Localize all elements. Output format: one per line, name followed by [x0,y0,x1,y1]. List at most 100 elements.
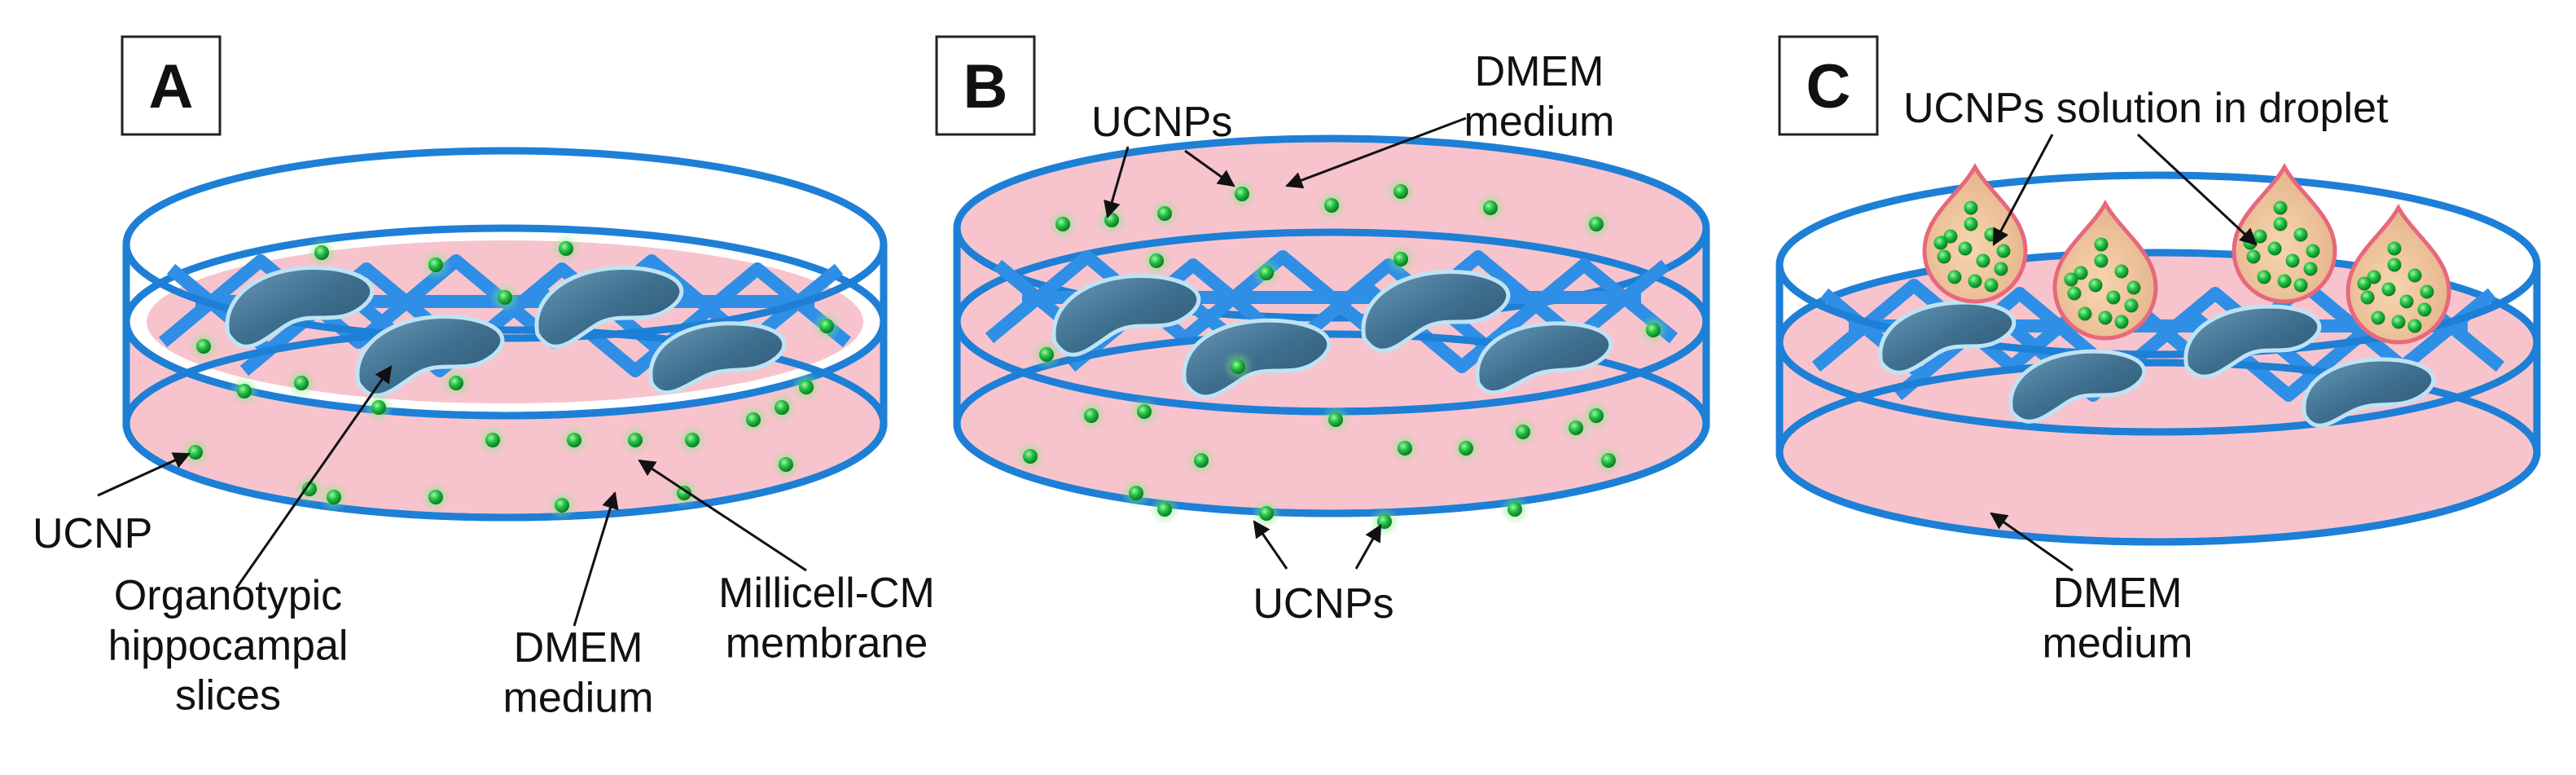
slice [1475,321,1613,395]
ucnp-particle [1994,262,2008,276]
ucnp-particle [188,331,219,362]
ucnp-particle [2067,286,2082,301]
ucnp-particle [2360,290,2375,305]
ucnp-particle [1222,351,1253,382]
droplet-pointer-2 [2136,133,2258,246]
ucnp-particle [420,249,451,280]
dish-upper-wall [1775,265,2541,342]
slice [2183,304,2322,379]
label-ucnps-bottom: UCNPs [1253,580,1393,627]
ucnp-particle [1947,270,1962,284]
panel-letter-box [1778,35,1879,136]
ucnp-particle [1047,209,1078,240]
medium-pointer [1990,512,2074,572]
ucnp-particle [1141,245,1172,276]
ucnp-particle [1129,396,1160,427]
ucnp-particle [2285,253,2300,268]
ucnp-particle [2407,268,2422,283]
slice [1051,274,1201,357]
ucnp-particle [2306,244,2320,258]
ucnp-particle [2387,241,2402,256]
ucnp-particle [1096,205,1127,236]
ucnp-particle [1316,190,1347,221]
medium-pointer [573,491,619,627]
ucnps-bottom-pointer-1 [1253,520,1288,570]
ucnp-particle [1581,400,1612,431]
hippocampal-slices [225,266,787,398]
hippocampal-slices [1051,270,1613,399]
dish-bottom-rim [122,326,888,522]
ucnp-particle [318,482,349,513]
ucnp-particle [2106,290,2121,305]
ucnp-particle [1186,445,1217,476]
ucnp-particle [2098,310,2113,325]
slices-pointer [235,365,393,589]
label-ucnp: UCNP [33,510,152,557]
ucnp-particle [306,237,337,268]
ucnp-particle [294,473,325,504]
ucnp-particle [229,376,260,407]
slice [648,321,787,395]
ucnp-droplets [1922,162,2451,345]
ucnp-particle [363,392,394,423]
ucnp-particle [1996,244,2011,258]
ucnp-particle [2114,264,2129,279]
ucnp-particle [2273,217,2288,231]
medium-pointer [1285,117,1467,189]
ucnp-particle [489,282,520,313]
panel-letter-box [121,35,222,136]
ucnp-particle [2114,315,2129,329]
slice [1182,318,1332,399]
ucnp-particle [2094,253,2109,268]
ucnp-particle [2078,306,2092,321]
ucnp-particle [2407,319,2422,333]
ucnp-particle [738,404,769,435]
dish-bottom-rim [1775,359,2541,546]
slice [1361,270,1511,353]
ucnp-particle [1593,445,1624,476]
ucnp-particle [620,425,651,456]
ucnp-particle [1076,400,1107,431]
ucnp-particle [1958,241,1973,256]
ucnp-particle [559,425,590,456]
ucnp-particle [1369,506,1400,537]
ucnp-particle [1320,404,1351,435]
ucnps-top-pointer-1 [1104,146,1130,219]
ucnp-particle [1450,433,1481,464]
ucnp-particle [1121,478,1152,509]
ucnp-particle [1933,236,1948,250]
ucnp-particle [546,490,577,521]
ucnp-particle [180,437,211,468]
ucnp-particle [2303,262,2318,276]
ucnp-particle [1251,258,1282,288]
slice [534,266,684,349]
ucnp-particle [2267,241,2282,256]
ucnp-particle [1943,229,1958,244]
ucnp-particle [2124,298,2139,313]
dish-upper-wall [122,244,888,322]
panel-letter-box [935,35,1036,136]
ucnp-particle [477,425,508,456]
ucnp-particle [1968,274,1982,288]
label-droplet: UCNPs solution in droplet [1903,85,2389,132]
ucnp-droplet [2346,203,2451,345]
ucnp-particle [2257,270,2271,284]
slice [2008,349,2147,424]
ucnp-particle [1475,192,1506,223]
ucnp-particle [1964,217,1978,231]
ucnp-pointer [97,452,191,497]
slice [225,266,375,349]
ucnp-particle [766,392,797,423]
ucnp-particle [2293,278,2308,293]
ucnp-particle [1581,209,1612,240]
ucnp-particle [286,368,317,399]
label-ucnps-top: UCNPs [1091,99,1232,146]
ucnp-particle [2273,200,2288,215]
ucnp-particle [1507,416,1538,447]
dish-bottom-rim [953,330,1710,517]
membrane-pointer [638,459,807,572]
panel-letter: B [963,52,1008,121]
